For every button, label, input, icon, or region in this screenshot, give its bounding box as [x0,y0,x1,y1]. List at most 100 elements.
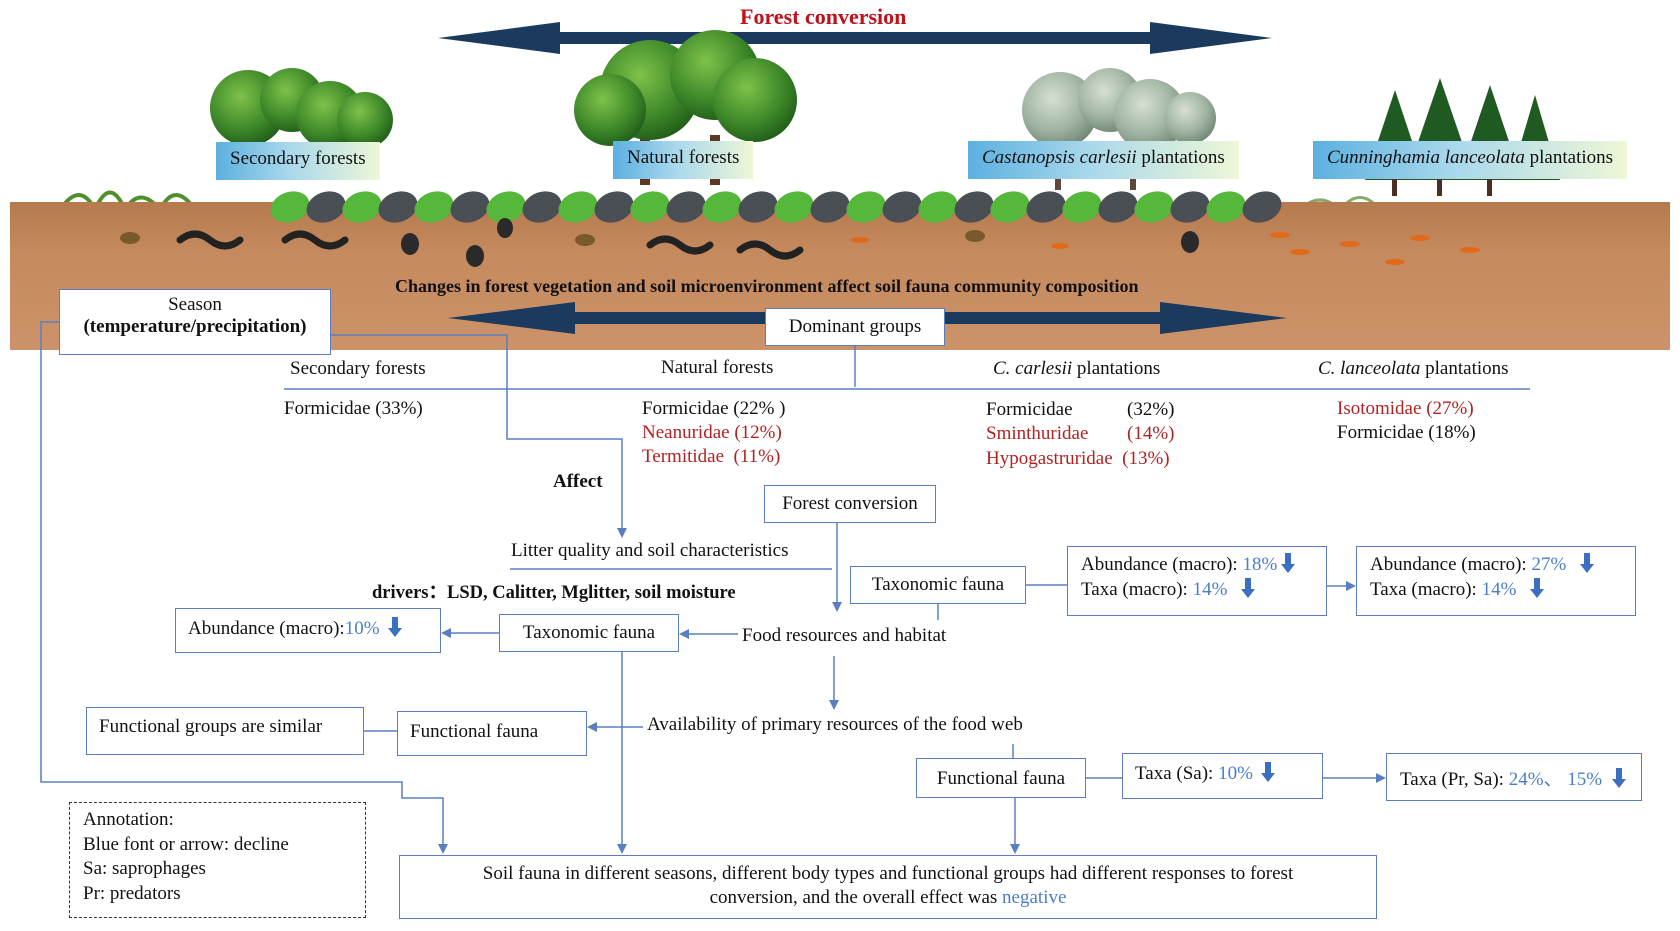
conclusion-text: conversion, and the overall effect was [709,887,1003,908]
season-box: Season (temperature/precipitation) [59,289,331,355]
diagram-title: Forest conversion [740,4,907,29]
functional-fauna-right-box: Functional fauna [916,758,1086,798]
leaf-icon [594,191,634,223]
family-name: Termitidae [642,446,725,467]
family-pct: (12%) [734,422,782,443]
decline-arrow-icon [1260,762,1275,782]
macro-decline-box-1: Abundance (macro): 18% Taxa (macro): 14% [1067,546,1327,616]
conclusion-highlight: negative [1002,887,1067,908]
macro-decline-box-2: Abundance (macro): 27% Taxa (macro): 14% [1356,546,1636,616]
family-pct: (32%) [1127,399,1175,420]
abundance-label: Abundance (macro): [1081,554,1243,575]
dominant-groups-box: Dominant groups [765,308,945,346]
leaf-icon [666,191,706,223]
leaf-icon [990,191,1030,223]
family-pct: (33%) [375,398,423,419]
leaf-icon [630,191,670,223]
forest-conversion-arrow [438,22,1272,54]
season-label: Season [168,294,222,315]
leaf-icon [342,191,382,223]
family-name: Neanuridae [642,422,730,443]
forest-tag-italic: Cunninghamia lanceolata [1327,147,1525,168]
decline-arrow-icon [387,617,402,637]
leaf-icon [558,191,598,223]
taxa-row: Taxa (macro): 14% [1370,578,1635,601]
taxa-label: Taxa (Sa): [1135,763,1219,784]
family-pct: (22% ) [733,398,786,419]
leaf-icon [270,191,310,223]
dominant-groups-label: Dominant groups [788,316,922,337]
functional-fauna-label: Functional fauna [410,721,539,742]
family-name: Formicidae [284,398,371,419]
family-pct: (27%) [1426,398,1474,419]
forest-tag-label: plantations [1524,147,1614,168]
annotation-line: Blue font or arrow: decline [83,833,289,855]
taxa-value: 24%、 15% [1508,769,1603,790]
item-castanopsis-1: Sminthuridae(14%) [986,423,1174,445]
family-name: Isotomidae [1337,398,1422,419]
forest-tag-cunninghamia: Cunninghamia lanceolata plantations [1313,141,1628,179]
column-header-rest: plantations [1420,358,1509,379]
abundance-row: Abundance (macro): 27% [1370,553,1635,576]
conclusion-box: Soil fauna in different seasons, differe… [399,855,1377,919]
family-pct: (18%) [1428,422,1476,443]
leaf-icon [1170,191,1210,223]
abundance-label: Abundance (macro): [1370,554,1532,575]
taxa-value: 14% [1481,579,1517,600]
abundance-value: 27% [1531,554,1567,575]
conclusion-line: Soil fauna in different seasons, differe… [482,863,1294,884]
leaf-icon [1206,191,1246,223]
food-resources-label: Food resources and habitat [742,625,947,646]
item-cunninghamia-1: Formicidae (18%) [1337,422,1476,444]
leaf-icon [1098,191,1138,223]
leaf-icon [810,191,850,223]
item-cunninghamia-0: Isotomidae (27%) [1337,398,1474,420]
soil-fauna-icons [120,218,1480,267]
soil-caption: Changes in forest vegetation and soil mi… [395,276,1139,296]
column-header-castanopsis: C. carlesii plantations [993,358,1160,380]
decline-arrow-icon [1241,578,1256,598]
leaf-icon [1026,191,1066,223]
leaf-icon [738,191,778,223]
leaf-icon [702,191,742,223]
season-sub-label: (temperature/precipitation) [83,316,307,337]
decline-arrow-icon [1580,553,1595,573]
leaf-icon [1062,191,1102,223]
forest-tag-castanopsis: Castanopsis carlesii plantations [968,141,1239,179]
item-natural-1: Neanuridae (12%) [642,422,782,444]
leaf-icon [1134,191,1174,223]
leaf-icon [882,191,922,223]
leaf-icon [486,191,526,223]
functional-fauna-label: Functional fauna [936,768,1066,789]
affect-label: Affect [553,471,603,492]
functional-similar-label: Functional groups are similar [99,716,323,737]
availability-label: Availability of primary resources of the… [647,714,1023,735]
functional-similar-box: Functional groups are similar [86,707,364,755]
taxonomic-fauna-right-box: Taxonomic fauna [850,566,1026,604]
column-header-secondary: Secondary forests [290,358,426,379]
family-name: Hypogastruridae [986,448,1113,469]
decline-arrow-icon [1530,578,1545,598]
abundance-value: 10% [344,618,380,639]
taxa-value: 10% [1218,763,1253,784]
forest-conversion-box: Forest conversion [764,485,936,523]
abundance-left-box: Abundance (macro):10% [175,608,441,653]
decline-arrow-icon [1281,553,1296,573]
leaf-icon [918,191,958,223]
column-header-natural: Natural forests [661,357,774,378]
family-name: Formicidae [986,399,1073,420]
leaf-icon [846,191,886,223]
taxa-label: Taxa (Pr, Sa): [1400,769,1509,790]
conclusion-line: conversion, and the overall effect was n… [400,886,1376,910]
leaf-litter-icon [270,191,1282,223]
castanopsis-trees-icon [1022,68,1216,190]
abundance-value: 18% [1242,554,1278,575]
column-header-italic: C. carlesii [993,358,1073,379]
forest-tag-label: Secondary forests [230,148,366,169]
leaf-icon [378,191,418,223]
drivers-label: drivers：LSD, Calitter, Mglitter, soil mo… [372,583,736,603]
family-name: Sminthuridae [986,423,1089,444]
annotation-box: Annotation: Blue font or arrow: decline … [69,802,366,918]
taxa-row: Taxa (macro): 14% [1081,578,1326,601]
family-pct: (11%) [733,446,781,467]
